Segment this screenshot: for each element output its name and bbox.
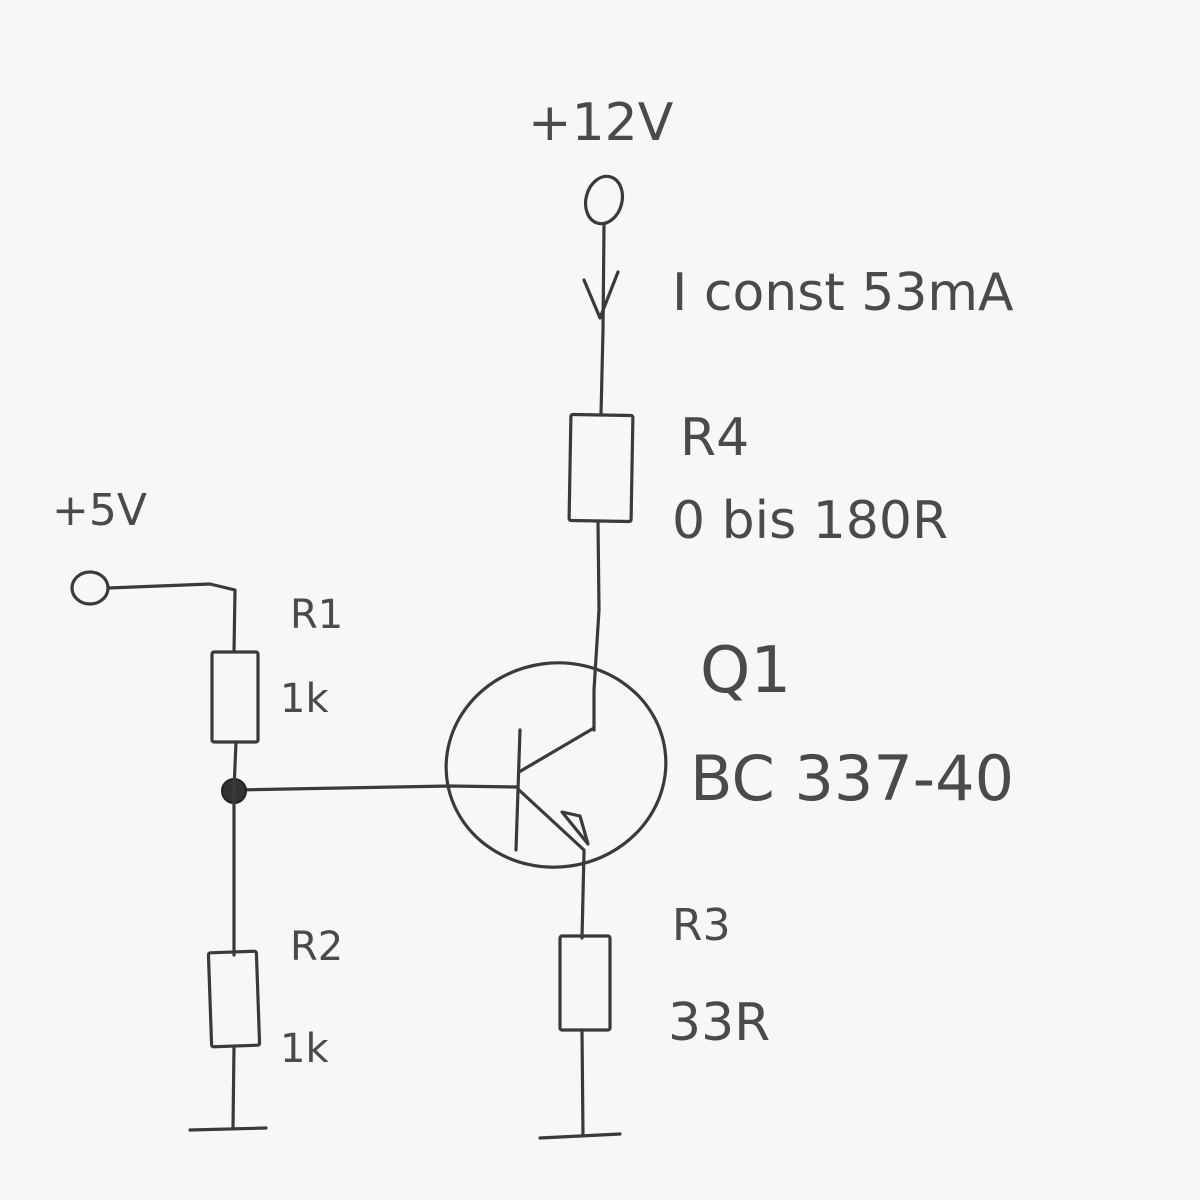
terminal-12v: [583, 174, 625, 226]
current-note: I const 53mA: [672, 263, 1014, 323]
r4-name: R4: [680, 408, 749, 468]
wire-emitter-to-r3: [580, 850, 586, 940]
supply-label-5v: +5V: [52, 485, 147, 536]
r1-name: R1: [290, 592, 343, 638]
wire-12v-to-r4: [599, 224, 606, 417]
transistor-q1-collector: [517, 726, 596, 774]
emitter-arrow-icon: [560, 810, 590, 846]
r3-value: 33R: [668, 993, 770, 1053]
ground-icon-right: [538, 1132, 622, 1140]
resistor-r4: [567, 412, 635, 524]
q1-name: Q1: [700, 634, 791, 708]
wire-base: [232, 784, 518, 792]
current-arrow-icon: [582, 270, 620, 320]
r3-name: R3: [672, 900, 731, 951]
r2-name: R2: [290, 924, 343, 970]
r1-value: 1k: [280, 676, 329, 722]
transistor-q1-emitter: [517, 788, 586, 852]
wire-r4-to-collector: [592, 519, 601, 732]
resistor-r2: [206, 949, 262, 1049]
ground-icon-left: [188, 1126, 268, 1132]
wire-r1-to-node: [232, 740, 238, 792]
supply-label-12v: +12V: [528, 93, 674, 153]
wire-r2-to-ground: [231, 1044, 236, 1130]
resistor-r3: [558, 934, 612, 1032]
terminal-5v: [70, 570, 110, 606]
wire-r3-to-ground: [580, 1028, 585, 1138]
q1-value: BC 337-40: [690, 742, 1014, 815]
wire-5v-to-r1: [106, 582, 237, 654]
r4-value: 0 bis 180R: [672, 491, 948, 551]
transistor-q1-envelope: [444, 661, 668, 869]
r2-value: 1k: [280, 1026, 329, 1072]
resistor-r1: [210, 650, 260, 744]
